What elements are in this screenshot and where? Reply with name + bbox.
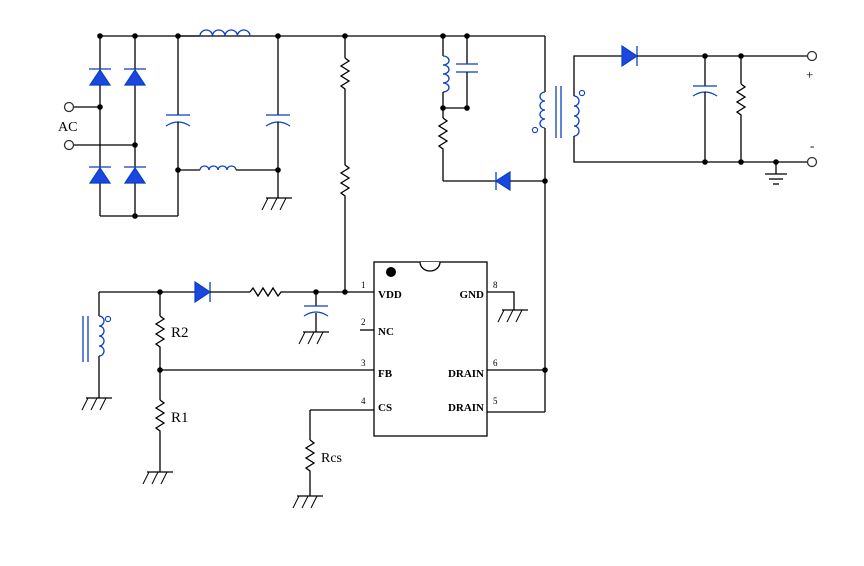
input-filter [165,29,292,216]
filter-inductor-bottom [199,165,237,171]
pin-label-gnd: GND [460,289,485,301]
bridge-rectifier [63,33,345,219]
primary-winding [539,91,546,129]
secondary-winding [573,95,580,137]
resistor-r1 [154,399,166,472]
output-terminal-positive [806,50,818,62]
ground-symbol-filter [261,197,292,211]
r2-label: R2 [171,325,189,341]
output-rectifier [621,44,818,185]
pin-number-5: 5 [493,396,498,406]
pin-number-8: 8 [493,280,498,290]
pin-number-2: 2 [361,317,366,327]
pin-number-6: 6 [493,358,498,368]
output-diode [621,44,639,68]
pin-label-drain-6: DRAIN [448,368,484,380]
output-minus-label: - [810,138,814,153]
snubber-inductor [442,55,450,93]
pin-label-nc: NC [378,326,394,338]
ground-symbol-ic [497,309,528,323]
r1-label: R1 [171,410,189,426]
pin-label-vdd: VDD [378,289,402,301]
snubber-network [345,33,548,192]
aux-diode [194,280,212,304]
snubber-diode [494,170,511,192]
output-plus-label: + [806,67,813,82]
pin-label-fb: FB [378,368,393,380]
auxiliary-supply [81,280,348,411]
startup-resistor-chain [339,33,351,292]
ground-symbol-r1 [142,471,173,485]
current-sense [292,410,323,509]
filter-inductor-top [199,29,251,37]
pin-number-1: 1 [361,280,366,290]
controller-ic [373,261,488,437]
resistor-rcs [304,439,316,496]
pin-number-4: 4 [361,396,366,406]
ground-symbol-vdd [298,331,329,345]
output-terminal-negative [806,156,818,168]
ground-symbol-rcs [292,495,323,509]
pin-label-drain-5: DRAIN [448,402,484,414]
ground-symbol-aux [81,397,112,411]
ac-terminal-top [63,101,75,113]
pin-number-3: 3 [361,358,366,368]
ac-label: AC [58,120,77,135]
bridge-diode-d2 [123,68,147,86]
pin-label-cs: CS [378,402,392,414]
bridge-diode-d3 [88,166,112,184]
rcs-label: Rcs [321,451,342,466]
aux-winding [98,315,105,357]
ground-symbol-output [765,162,787,185]
flyback-transformer [531,36,808,412]
ac-terminal-bottom [63,139,75,151]
bridge-diode-d4 [123,166,147,184]
feedback-divider [142,292,173,485]
ic-pin-wiring [160,291,548,413]
bridge-diode-d1 [88,68,112,86]
resistor-r2 [154,315,166,370]
